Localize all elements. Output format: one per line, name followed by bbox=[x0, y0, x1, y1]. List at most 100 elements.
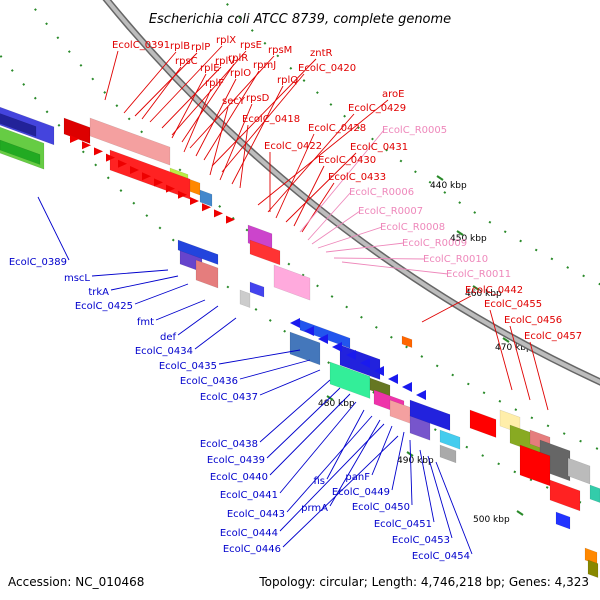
gene-label-forward: rplO bbox=[230, 68, 251, 79]
leader-line bbox=[435, 461, 473, 555]
gene-block-body bbox=[519, 444, 551, 487]
gene-block bbox=[567, 457, 591, 485]
gene-label-forward: zntR bbox=[310, 48, 333, 59]
gene-block bbox=[0, 111, 37, 137]
gene-label-rna: EcolC_R0011 bbox=[446, 269, 511, 280]
gene-block bbox=[409, 399, 451, 431]
reverse-gene-arrow bbox=[360, 358, 370, 368]
gene-label-forward: EcolC_0420 bbox=[298, 63, 356, 74]
gene-label-reverse: EcolC_0439 bbox=[207, 455, 265, 466]
genome-backbone bbox=[102, 0, 600, 386]
gene-block bbox=[199, 189, 213, 207]
gene-block-body bbox=[199, 189, 213, 207]
leader-line bbox=[183, 88, 212, 153]
tick-label: 470 kbp bbox=[495, 343, 532, 353]
forward-gene-arrow bbox=[70, 135, 79, 143]
gene-label-forward: secY bbox=[222, 96, 246, 107]
tick-label: 460 kbp bbox=[465, 289, 502, 299]
leader-line bbox=[307, 191, 352, 241]
tick-label: 450 kbp bbox=[450, 234, 487, 244]
leader-line bbox=[218, 349, 301, 365]
gene-label-reverse: EcolC_0438 bbox=[200, 439, 258, 450]
forward-gene-arrow bbox=[190, 197, 199, 205]
gene-label-forward: rpsC bbox=[175, 56, 198, 67]
leader-line bbox=[329, 419, 381, 507]
gene-label-rna: EcolC_R0007 bbox=[358, 206, 423, 217]
leader-line bbox=[317, 226, 383, 249]
gene-block bbox=[587, 559, 599, 578]
forward-gene-arrow bbox=[214, 209, 223, 218]
leader-line bbox=[123, 51, 177, 114]
gene-block-body bbox=[177, 239, 219, 265]
leader-line bbox=[279, 423, 385, 532]
leader-line bbox=[333, 257, 426, 260]
leader-line bbox=[269, 393, 351, 476]
gene-label-reverse: trkA bbox=[88, 287, 109, 298]
leader-line bbox=[171, 73, 207, 139]
gene-label-rna: EcolC_R0010 bbox=[423, 254, 488, 265]
gene-label-reverse: EcolC_0425 bbox=[75, 301, 133, 312]
gene-label-reverse: fmt bbox=[137, 317, 154, 328]
forward-gene-arrow bbox=[202, 203, 211, 212]
gene-label-forward: rplR bbox=[228, 53, 248, 64]
leader-line bbox=[203, 70, 260, 161]
gene-block-body bbox=[469, 409, 497, 438]
gene-label-forward: EcolC_0455 bbox=[484, 299, 542, 310]
gene-block bbox=[469, 409, 497, 438]
gene-block-body bbox=[289, 331, 321, 366]
gene-label-forward: EcolC_0422 bbox=[264, 141, 322, 152]
reverse-gene-arrow bbox=[318, 334, 328, 344]
leader-line bbox=[301, 182, 335, 233]
forward-gene-arrow bbox=[166, 184, 175, 193]
gene-label-forward: EcolC_0456 bbox=[504, 315, 562, 326]
leader-line bbox=[239, 124, 249, 189]
gene-label-forward: EcolC_0457 bbox=[524, 331, 582, 342]
gene-block bbox=[89, 117, 171, 166]
leader-line bbox=[419, 449, 435, 523]
gene-block bbox=[439, 429, 461, 450]
gene-block-body bbox=[273, 264, 311, 301]
gene-block bbox=[249, 281, 265, 298]
leader-line bbox=[286, 415, 373, 513]
gene-features bbox=[0, 104, 600, 578]
gene-block bbox=[519, 444, 551, 487]
gene-label-forward: rpsE bbox=[240, 40, 262, 51]
gene-block-body bbox=[0, 139, 41, 165]
leader-line bbox=[299, 129, 385, 233]
leader-line bbox=[104, 50, 119, 101]
leader-line bbox=[275, 133, 315, 219]
reverse-gene-arrow bbox=[346, 350, 356, 360]
reverse-gene-arrow bbox=[374, 366, 384, 376]
gene-label-reverse: EcolC_0389 bbox=[9, 257, 67, 268]
gene-label-reverse: EcolC_0454 bbox=[412, 551, 470, 562]
leader-line bbox=[110, 275, 179, 291]
leader-line bbox=[341, 261, 449, 275]
gene-label-reverse: EcolC_0436 bbox=[180, 376, 238, 387]
leader-line bbox=[427, 455, 453, 539]
gene-block-body bbox=[549, 479, 581, 512]
gene-label-forward: rplX bbox=[216, 35, 236, 46]
gene-block bbox=[289, 331, 321, 366]
leader-line bbox=[267, 113, 355, 213]
leader-line bbox=[195, 78, 237, 157]
gene-label-reverse: prmA bbox=[301, 503, 328, 514]
leader-line bbox=[149, 45, 223, 123]
leader-line bbox=[279, 401, 357, 494]
forward-gene-arrow bbox=[154, 178, 163, 187]
gene-block-body bbox=[239, 289, 251, 308]
tick-label: 480 kbp bbox=[318, 399, 355, 409]
gene-block-body bbox=[555, 511, 571, 530]
gene-block bbox=[0, 139, 41, 165]
leader-line bbox=[409, 439, 413, 506]
gene-block-body bbox=[249, 281, 265, 298]
gene-label-forward: EcolC_0418 bbox=[242, 114, 300, 125]
forward-gene-arrow bbox=[82, 141, 91, 150]
leader-line bbox=[211, 58, 317, 167]
gene-label-forward: rpmJ bbox=[253, 60, 276, 71]
reverse-gene-arrow bbox=[402, 382, 412, 392]
gene-label-forward: EcolC_0442 bbox=[465, 285, 523, 296]
gene-label-reverse: EcolC_0449 bbox=[332, 487, 390, 498]
gene-label-rna: EcolC_R0008 bbox=[380, 222, 445, 233]
gene-label-reverse: mscL bbox=[64, 273, 90, 284]
